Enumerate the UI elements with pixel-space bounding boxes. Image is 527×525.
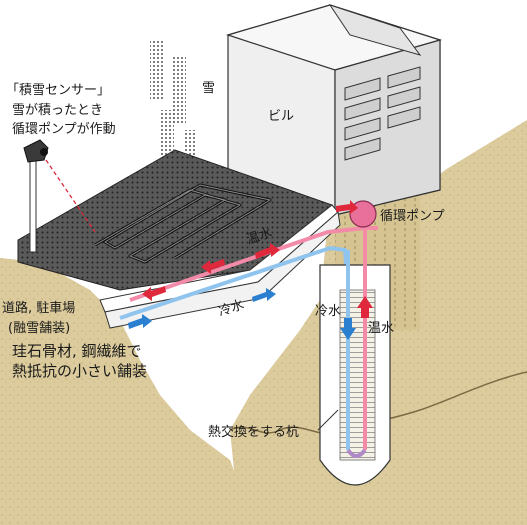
- cold-flow-arrows: [128, 288, 356, 340]
- snow-sensor-title: 「積雪センサー」: [6, 83, 110, 98]
- snow-sensor-line2: 循環ポンプが作動: [12, 122, 116, 137]
- pump-label: 循環ポンプ: [380, 209, 445, 224]
- building-label: ビル: [268, 109, 294, 124]
- snow-sensor-icon: [23, 139, 49, 253]
- pile-cold-water-label: 冷水: [315, 304, 341, 319]
- ground-left: [0, 258, 245, 525]
- warm-flow-arrows: [142, 200, 373, 318]
- road-label-line1: 道路, 駐車場: [2, 300, 75, 316]
- pile-leader-line: [317, 409, 339, 431]
- falling-snow: [150, 40, 197, 165]
- snow-label: 雪: [202, 81, 215, 96]
- pile-warm-water-label: 温水: [368, 321, 394, 336]
- pavement-label-line2: 熱抵抗の小さい舗装: [12, 362, 147, 380]
- heat-exchange-pile: [319, 228, 391, 486]
- warm-water-pipe: [129, 226, 378, 302]
- sensor-beam: [45, 159, 96, 233]
- snow-sensor-line1: 雪が積ったとき: [12, 103, 103, 118]
- pavement-label-line1: 珪石骨材, 鋼繊維で: [12, 342, 142, 360]
- road-label-line2: (融雪舗装): [8, 321, 70, 336]
- pile-label: 熱交換をする杭: [208, 424, 299, 440]
- building: [225, 4, 443, 216]
